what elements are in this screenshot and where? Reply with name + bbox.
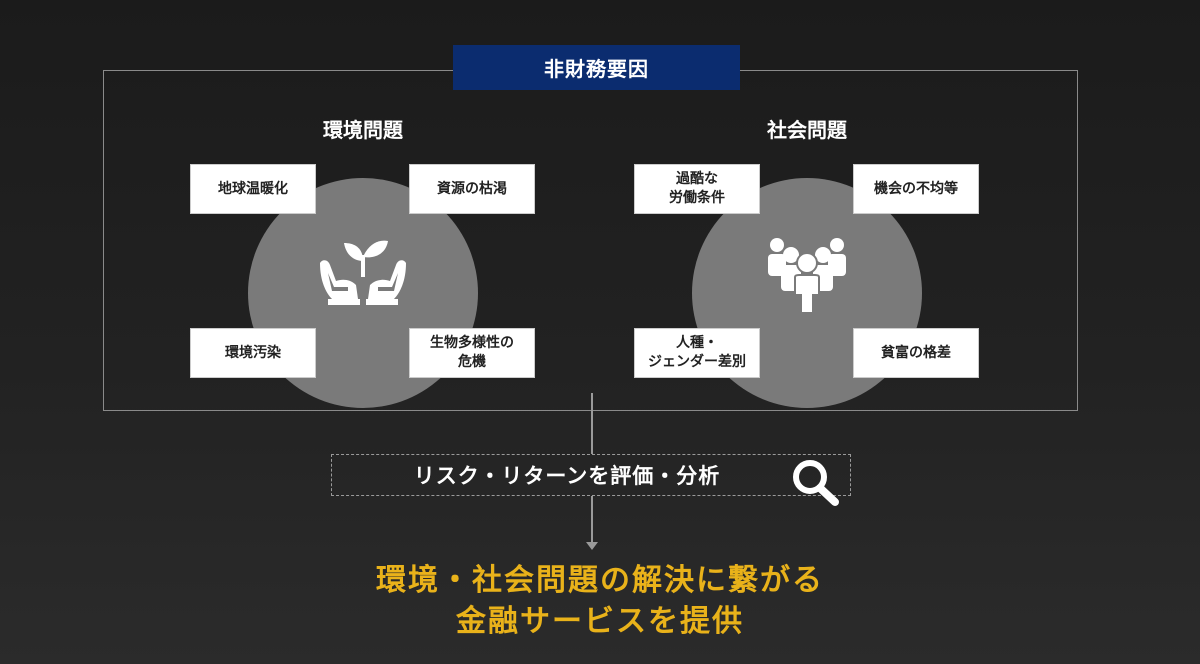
non-financial-factors-banner: 非財務要因 xyxy=(453,45,740,90)
connector-line-upper xyxy=(591,393,593,454)
search-icon xyxy=(793,460,839,506)
environment-heading: 環境問題 xyxy=(323,118,403,142)
risk-return-analysis-label: リスク・リターンを評価・分析 xyxy=(413,464,721,488)
issue-pollution: 環境汚染 xyxy=(190,328,316,378)
people-group-icon xyxy=(768,238,846,314)
issue-unequal-opportunity: 機会の不均等 xyxy=(853,164,979,214)
conclusion-line-2: 金融サービスを提供 xyxy=(456,604,744,639)
arrow-down-icon xyxy=(586,542,598,550)
issue-global-warming: 地球温暖化 xyxy=(190,164,316,214)
issue-race-gender-discrimination: 人種・ ジェンダー差別 xyxy=(634,328,760,378)
plant-in-hands-icon xyxy=(320,240,406,305)
risk-return-analysis-box: リスク・リターンを評価・分析 xyxy=(331,454,851,506)
issue-harsh-labor-conditions: 過酷な 労働条件 xyxy=(634,164,760,214)
conclusion-line-1: 環境・社会問題の解決に繋がる xyxy=(376,563,824,598)
connector-line-lower xyxy=(591,496,593,542)
social-heading: 社会問題 xyxy=(767,118,847,142)
issue-resource-depletion: 資源の枯渇 xyxy=(409,164,535,214)
issue-biodiversity-crisis: 生物多様性の 危機 xyxy=(409,328,535,378)
issue-wealth-gap: 貧富の格差 xyxy=(853,328,979,378)
